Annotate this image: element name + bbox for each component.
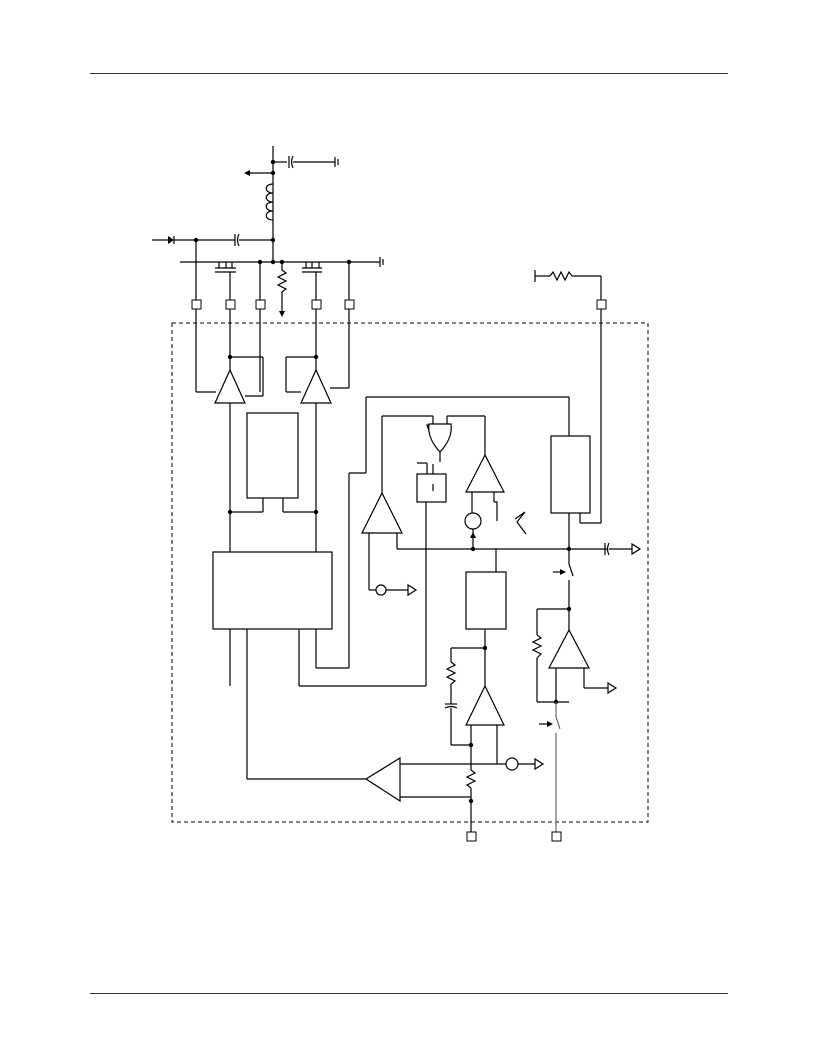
low-side-mosfet-icon bbox=[302, 262, 322, 300]
ground-icon bbox=[379, 257, 384, 267]
sense-resistor-icon bbox=[276, 262, 288, 317]
resistor-icon bbox=[465, 769, 477, 789]
voltage-reference-icon bbox=[505, 757, 519, 771]
high-side-driver bbox=[214, 354, 264, 404]
bootstrap-capacitor-icon bbox=[234, 233, 273, 247]
reference-ground-icon bbox=[407, 583, 418, 597]
feedback-resistor-icon bbox=[531, 634, 543, 659]
compensation-network bbox=[444, 647, 485, 746]
diode-icon bbox=[152, 236, 235, 244]
arrow-down-icon bbox=[279, 311, 285, 317]
input-capacitor-icon bbox=[273, 155, 335, 169]
ground-icon bbox=[334, 157, 339, 167]
or-gate-icon bbox=[426, 415, 486, 462]
lightning-icon bbox=[514, 511, 527, 535]
resistor-icon bbox=[445, 661, 457, 685]
current-source-icon bbox=[464, 512, 482, 530]
current-limit-comparator-icon bbox=[361, 415, 434, 597]
feedback-divider bbox=[400, 763, 497, 832]
switch-icon bbox=[553, 549, 574, 612]
low-side-driver bbox=[285, 354, 332, 404]
buffer-amplifier-icon bbox=[364, 756, 401, 803]
pin-pgnd bbox=[344, 299, 355, 310]
pwm-block bbox=[465, 549, 507, 686]
error-amplifier-icon bbox=[531, 608, 618, 705]
control-logic-block bbox=[212, 551, 333, 630]
pin-rt bbox=[596, 299, 607, 310]
pin-bst bbox=[191, 299, 202, 310]
switch-node bbox=[180, 259, 380, 265]
oscillator-block bbox=[550, 309, 602, 549]
header-rule bbox=[90, 73, 728, 74]
reference-source-icon bbox=[375, 584, 387, 596]
pin-sw bbox=[255, 299, 266, 310]
inductor-icon bbox=[265, 183, 274, 221]
high-side-mosfet-icon bbox=[215, 262, 236, 300]
transconductance-amplifier-icon bbox=[465, 684, 545, 771]
footer-rule bbox=[90, 993, 728, 994]
switch-icon bbox=[539, 702, 561, 832]
arrow-left-icon bbox=[244, 170, 250, 176]
timing-resistor-icon bbox=[534, 270, 602, 300]
input-rail bbox=[244, 146, 276, 262]
thermal-comparator-icon bbox=[464, 453, 527, 549]
pin-hg bbox=[225, 299, 236, 310]
dead-time-block bbox=[246, 412, 299, 499]
ic-boundary bbox=[171, 322, 649, 823]
pin-fb bbox=[466, 831, 477, 842]
pin-ss bbox=[551, 831, 562, 842]
pin-lg bbox=[311, 299, 322, 310]
latch-block bbox=[416, 462, 447, 503]
output-capacitor-icon bbox=[604, 542, 642, 556]
